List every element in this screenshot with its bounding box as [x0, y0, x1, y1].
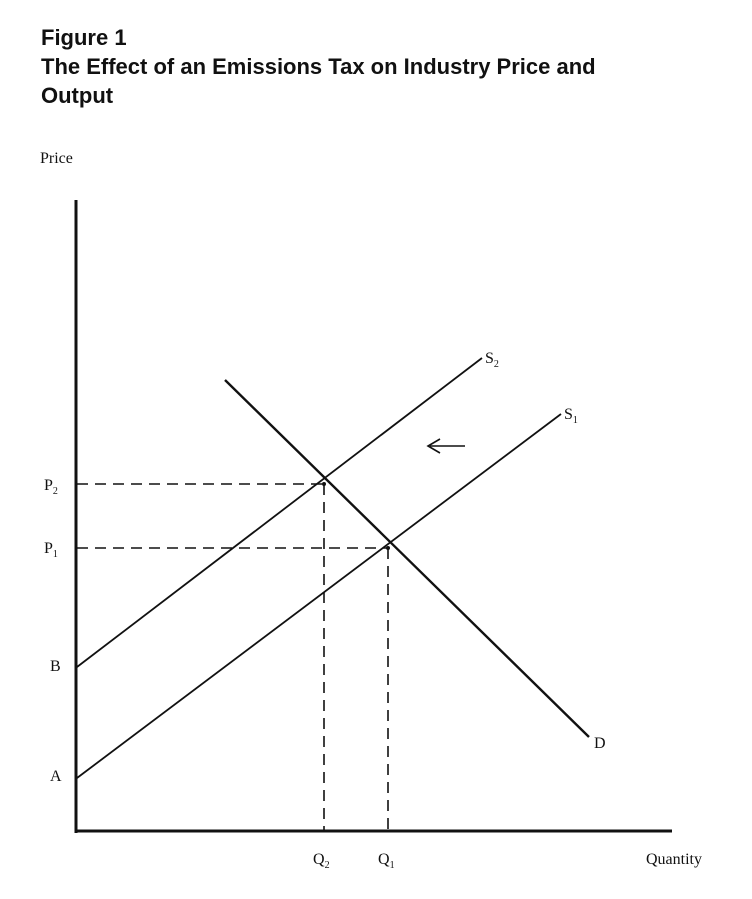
- demand-curve: [224, 379, 590, 738]
- figure-number: Figure 1: [41, 25, 127, 50]
- price-p2-label: P2: [44, 477, 58, 497]
- price-p1-label: P1: [44, 540, 58, 560]
- intercept-a-label: A: [50, 768, 62, 785]
- x-axis-label: Quantity: [646, 851, 702, 868]
- supply-curve-s2: [76, 357, 483, 668]
- supply-s1-label: S1: [564, 406, 578, 426]
- y-axis-label: Price: [40, 150, 73, 167]
- quantity-q1-label: Q1: [378, 851, 395, 871]
- equilibrium-point-2: [322, 482, 326, 486]
- figure-title-line-2: Output: [41, 83, 114, 108]
- quantity-q2-label: Q2: [313, 851, 330, 871]
- intercept-b-label: B: [50, 658, 61, 675]
- figure-heading: Figure 1 The Effect of an Emissions Tax …: [41, 23, 741, 110]
- demand-label: D: [594, 735, 606, 752]
- equilibrium-point-1: [386, 546, 390, 550]
- shift-arrow-head: [426, 438, 441, 454]
- figure-title-line-1: The Effect of an Emissions Tax on Indust…: [41, 54, 596, 79]
- supply-s2-label: S2: [485, 350, 499, 370]
- supply-curve-s1: [76, 413, 562, 779]
